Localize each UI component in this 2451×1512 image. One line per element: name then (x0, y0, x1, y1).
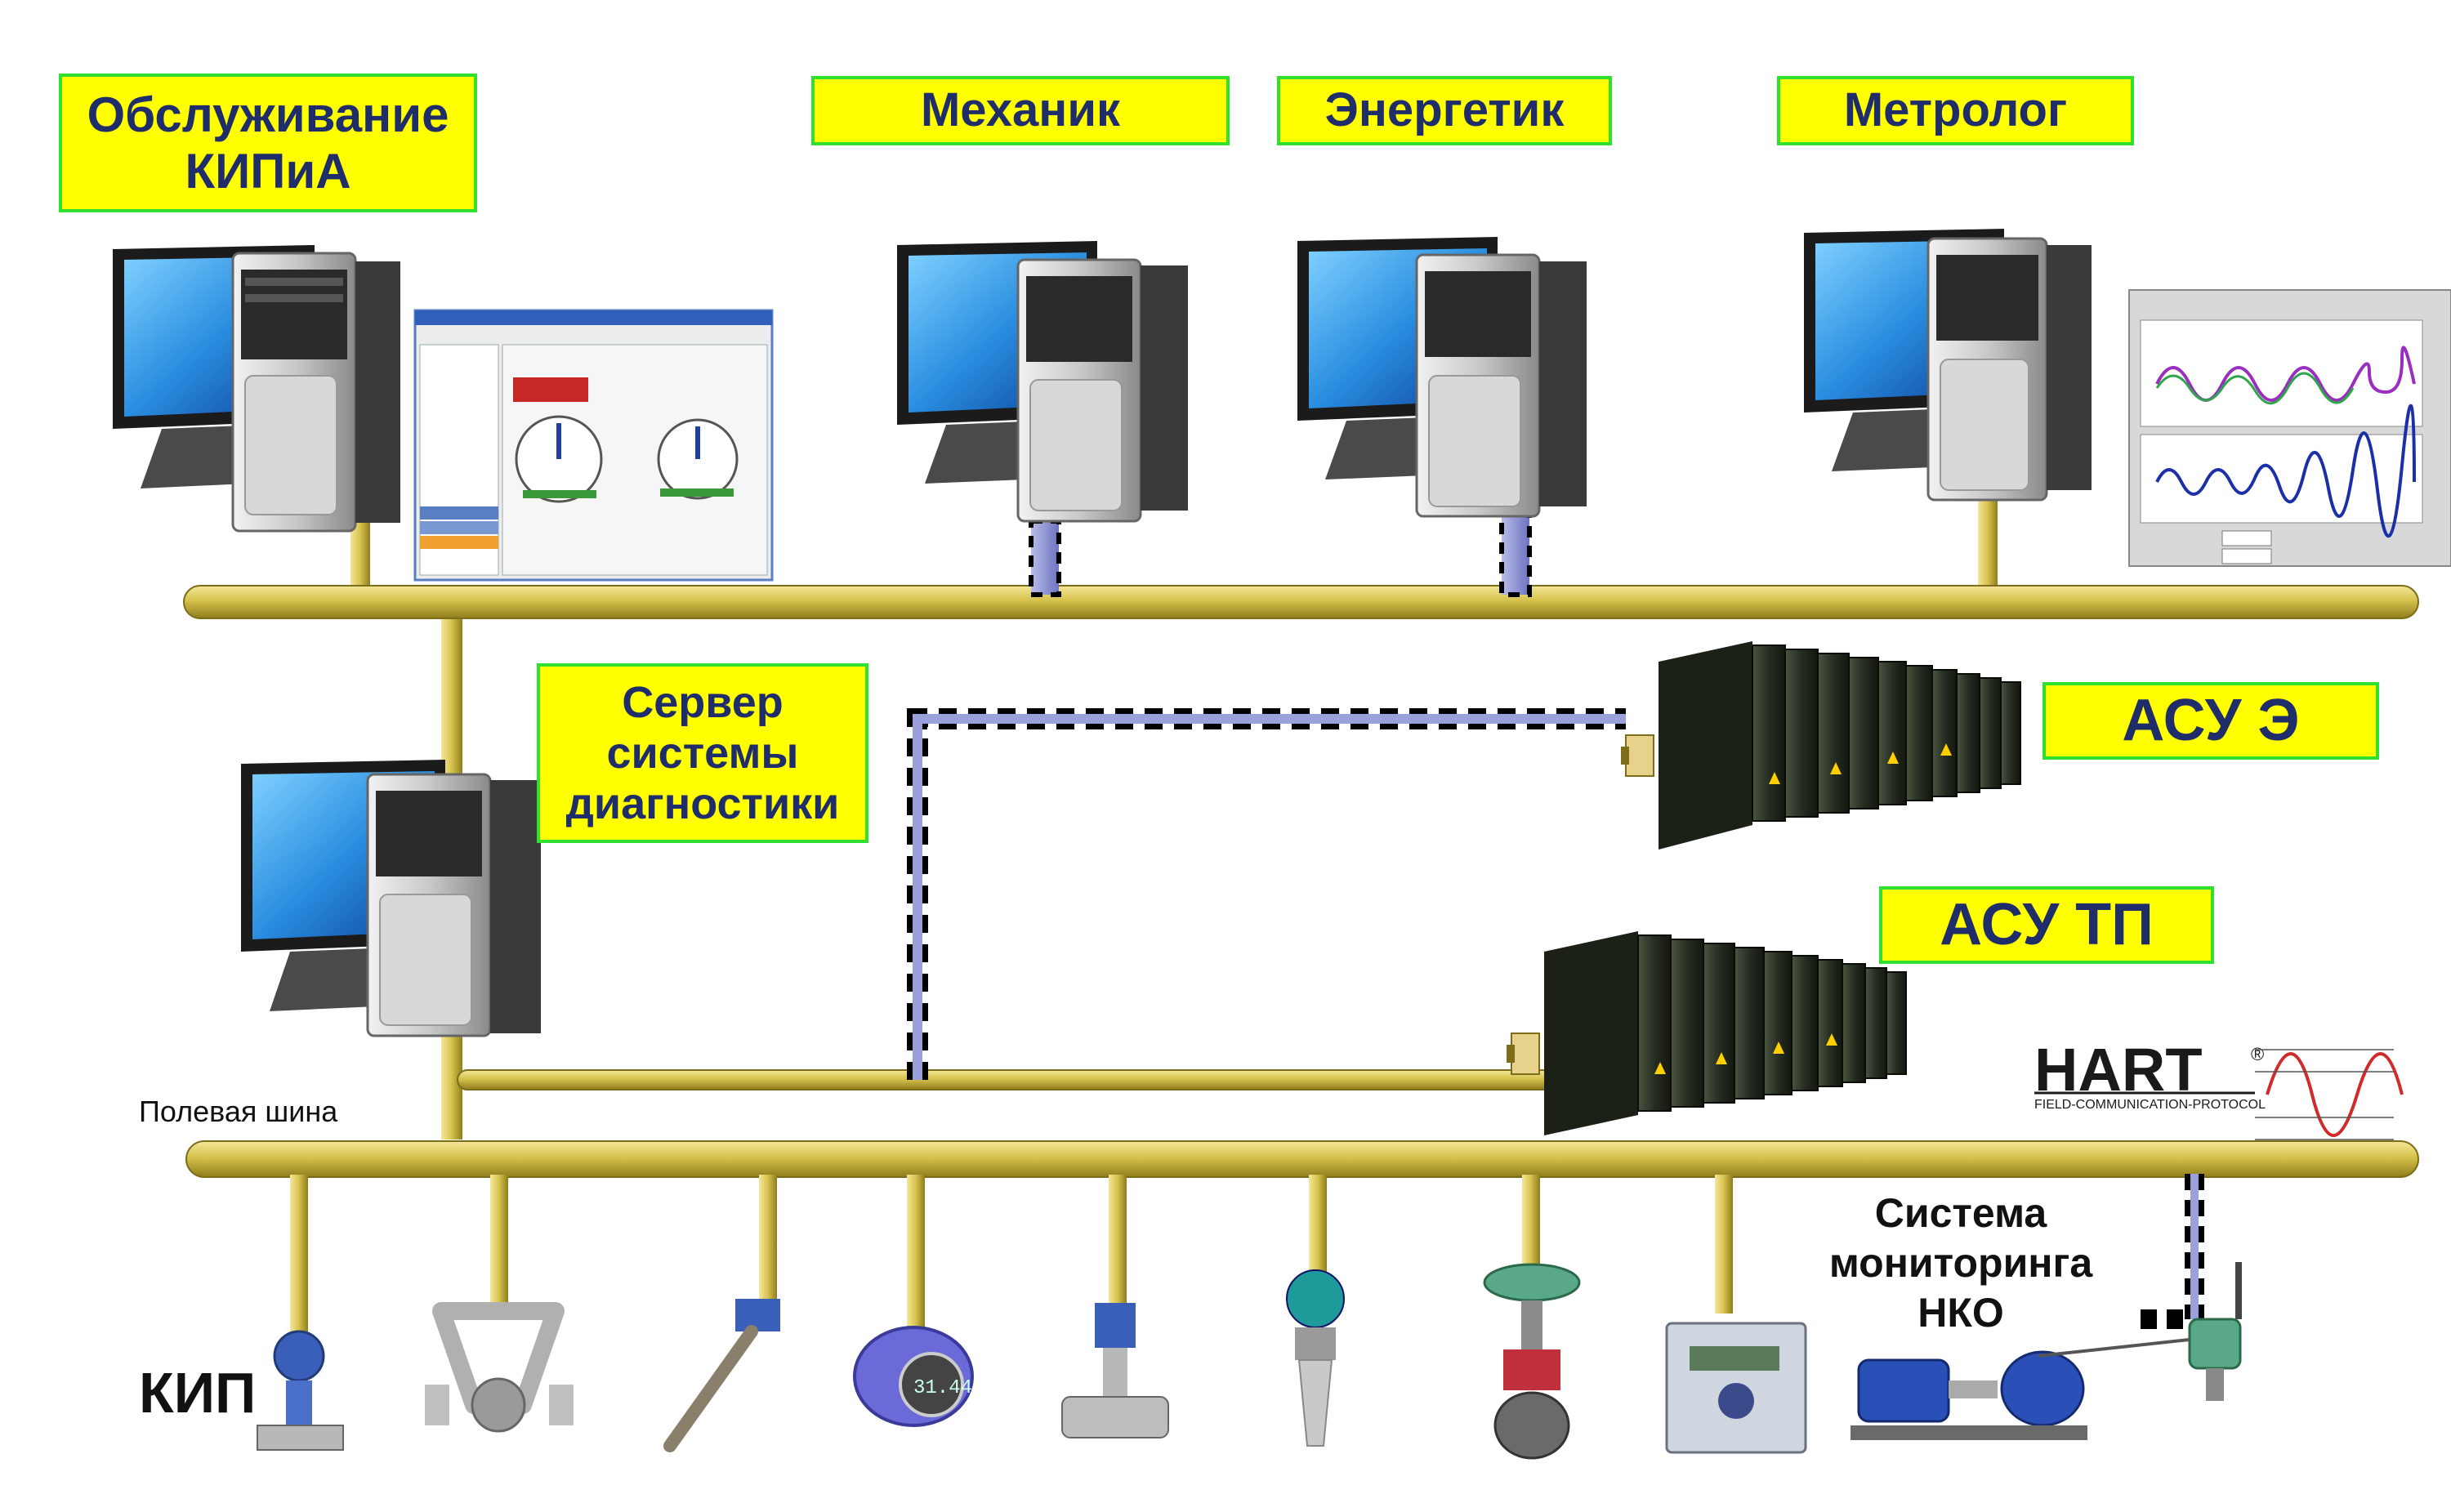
label-metrolog-text: Метролог (1843, 83, 2068, 137)
hart-logo: HART ® FIELD-COMMUNICATION-PROTOCOL (2034, 1036, 2404, 1140)
hart-logo-subtitle: FIELD-COMMUNICATION-PROTOCOL (2034, 1098, 2266, 1112)
radar-level-gauge-icon (1286, 1269, 1345, 1447)
hart-logo-reg: ® (2251, 1044, 2264, 1064)
pc-energetic (1297, 237, 1587, 518)
label-kipia-maintenance: Обслуживание КИПиА (59, 74, 477, 212)
pc-kipia (113, 245, 400, 533)
io-rack-asu-e (1621, 641, 2021, 850)
wireless-sensor-icon (2038, 1262, 2242, 1401)
label-asu-e-text: АСУ Э (2122, 688, 2300, 754)
pc-mechanic (897, 241, 1188, 523)
io-rack-asu-tp (1507, 931, 1907, 1135)
label-metrolog: Метролог (1777, 76, 2134, 145)
stub-metrolog-pc (1978, 500, 1998, 596)
software-window-chart (2128, 289, 2451, 567)
pressure-transmitter-icon (257, 1330, 344, 1451)
vortex-flowmeter-icon (1061, 1303, 1169, 1438)
middle-bus (457, 1069, 1553, 1091)
nko-monitoring-label: Система мониторинга НКО (1801, 1189, 2120, 1338)
label-energetic-text: Энергетик (1324, 83, 1565, 137)
temperature-transmitter-icon: 31.44 (853, 1326, 974, 1427)
cable-nko-link (2141, 1174, 2204, 1329)
label-kipia-line2: КИПиА (185, 144, 351, 198)
label-asu-tp-text: АСУ ТП (1940, 892, 2154, 958)
label-mechanic: Механик (811, 76, 1230, 145)
control-valve-icon (1483, 1263, 1581, 1460)
field-bus-label: Полевая шина (139, 1095, 338, 1128)
thermocouple-probe-icon (663, 1299, 780, 1452)
label-diagnostics-server: Сервер системы диагностики (537, 663, 868, 843)
label-server-line1: Сервер (622, 677, 784, 727)
label-asu-tp: АСУ ТП (1879, 886, 2214, 964)
label-asu-e: АСУ Э (2042, 682, 2379, 760)
display-controller-icon (1665, 1322, 1807, 1454)
kip-label: КИП (139, 1361, 257, 1425)
software-window-gauges (413, 309, 774, 582)
label-server-line2: системы (606, 728, 799, 778)
label-kipia-line1: Обслуживание (87, 87, 449, 142)
nko-label-line3: НКО (1917, 1290, 2004, 1336)
field-bus (185, 1140, 2419, 1178)
pc-metrolog (1804, 229, 2092, 502)
label-mechanic-text: Механик (920, 83, 1121, 137)
nko-label-line1: Система (1874, 1190, 2047, 1236)
nko-label-line2: мониторинга (1828, 1240, 2093, 1286)
label-server-line3: диагностики (565, 779, 840, 829)
top-network-bus (183, 585, 2419, 619)
device-lcd-value: 31.44 (913, 1377, 972, 1399)
cable-asu-e-link (907, 708, 1626, 1080)
field-device-stubs (290, 1175, 1733, 1358)
coriolis-flowmeter-icon (425, 1302, 574, 1433)
pump-motor-icon (1851, 1350, 2087, 1440)
hart-sine-wave (2266, 1052, 2404, 1137)
label-energetic: Энергетик (1277, 76, 1612, 145)
pc-server (241, 760, 541, 1037)
cable-energetic-pc (1499, 512, 1532, 597)
cable-mechanic-pc (1029, 519, 1061, 597)
